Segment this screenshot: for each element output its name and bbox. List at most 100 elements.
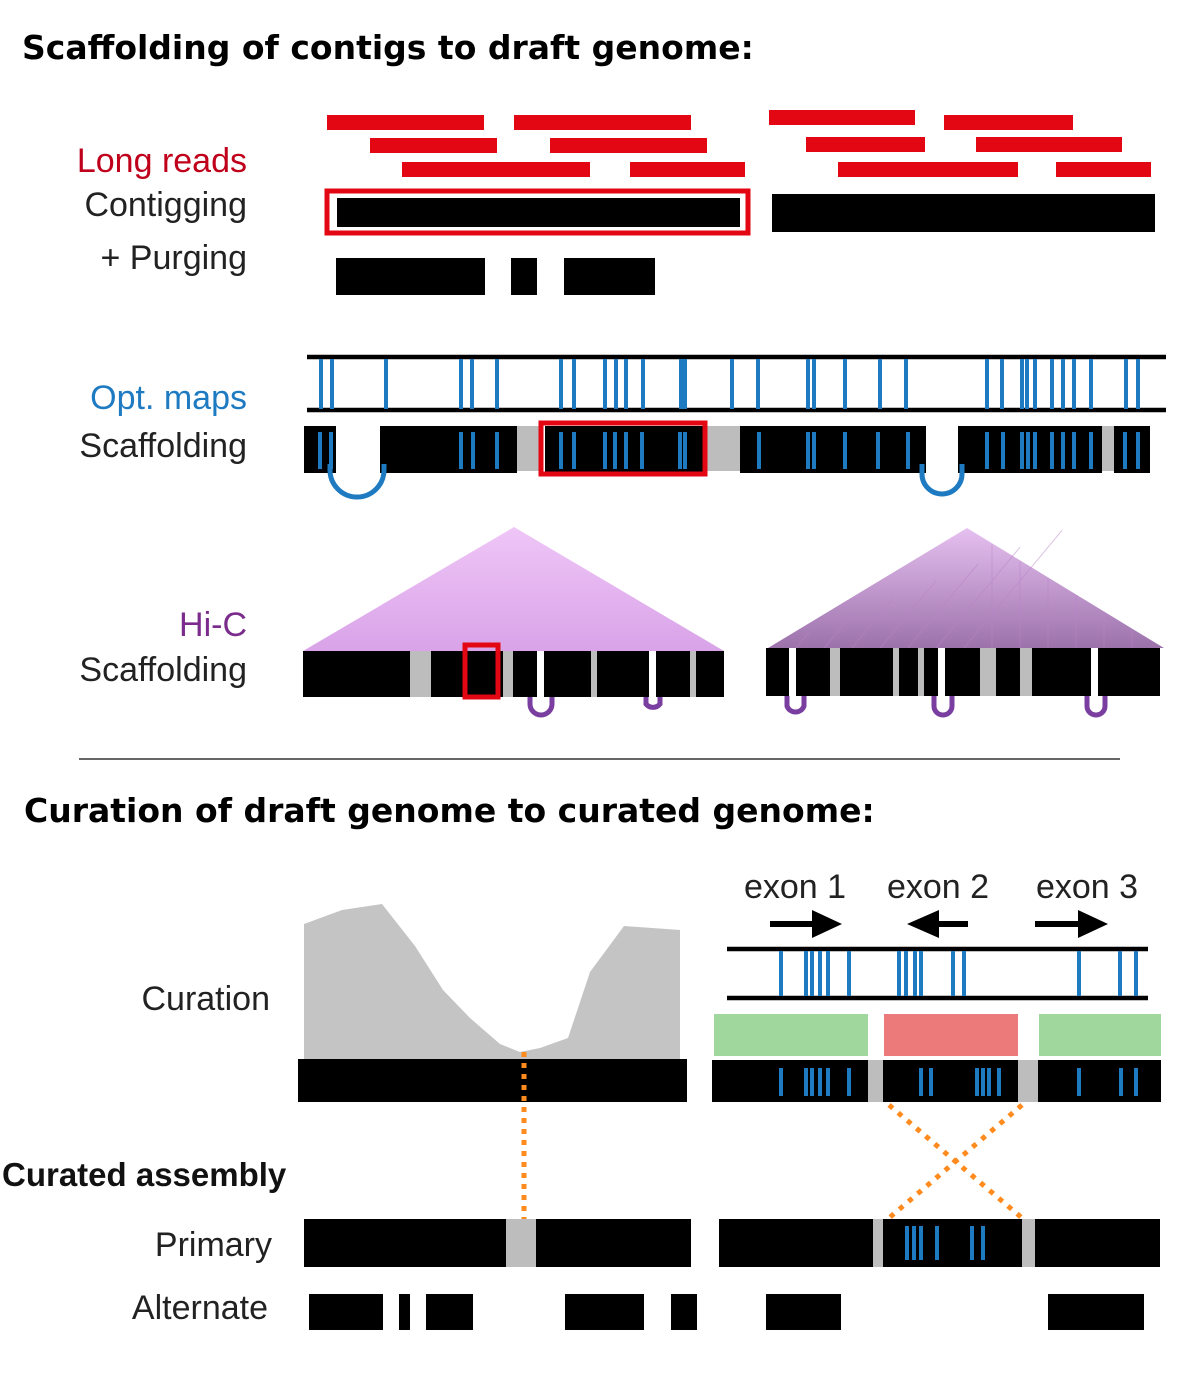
gap [1020, 648, 1032, 696]
curation-section-title: Curation of draft genome to curated geno… [24, 791, 875, 830]
long-reads [327, 110, 1151, 177]
hic-contact-map [303, 527, 724, 651]
optical-mark [912, 1226, 916, 1260]
break [789, 648, 796, 696]
optical-mark [779, 951, 783, 996]
hic-texture-line [823, 614, 853, 649]
read [838, 162, 1018, 177]
hic-join-loop [931, 696, 955, 718]
optical-mark [1072, 359, 1076, 409]
optical-mark [471, 432, 475, 469]
read [1056, 162, 1151, 177]
optical-mark [905, 1226, 909, 1260]
curation-label: Curation [141, 980, 270, 1018]
coverage-profile [304, 904, 680, 1060]
gap [591, 651, 597, 697]
optical-mark [1134, 1068, 1138, 1096]
scaffold-block [1114, 426, 1150, 473]
contigs [324, 188, 1155, 236]
inversion-guide-lines [887, 1103, 1024, 1220]
scaffolding-section-title: Scaffolding of contigs to draft genome: [22, 28, 754, 67]
optical-mark [878, 359, 882, 409]
hic-join-loop [527, 697, 555, 718]
hic-join-loops [527, 696, 1108, 718]
primary-label: Primary [155, 1226, 272, 1264]
primary-assembly [304, 1219, 1160, 1267]
opt-scaffolding-label: Scaffolding [79, 427, 247, 465]
purged-contigs [336, 258, 655, 295]
hic-join-loop [784, 696, 807, 715]
optical-mark [818, 1068, 822, 1096]
gap [410, 651, 431, 697]
optical-mark [843, 432, 847, 469]
optical-scaffolds [304, 420, 1150, 500]
hic-texture-line [851, 597, 895, 649]
read [944, 115, 1073, 130]
optical-mark [730, 359, 734, 409]
exon-1-label: exon 1 [744, 868, 846, 906]
optical-mark [876, 432, 880, 469]
optical-mark [1033, 359, 1037, 409]
gap [517, 426, 541, 471]
optical-mark [640, 432, 644, 469]
hic-join-loop [643, 697, 663, 710]
gap [830, 648, 840, 696]
optical-mark [559, 432, 563, 469]
hic-texture-line [963, 530, 1063, 649]
hic-texture-line [907, 563, 979, 649]
optical-mark [1061, 359, 1065, 409]
optical-mark [559, 359, 563, 409]
hic-scaffolding-label: Scaffolding [79, 651, 247, 689]
optical-mark [756, 359, 760, 409]
hic-join-loop [1084, 696, 1108, 718]
gap [690, 651, 696, 697]
optical-mark [962, 951, 966, 996]
optical-mark [1118, 951, 1122, 996]
break [537, 651, 544, 697]
read [402, 162, 590, 177]
optical-mark [495, 359, 499, 409]
alternate-contig [1048, 1294, 1144, 1330]
optical-mark [572, 359, 576, 409]
scaffold-block [740, 426, 926, 473]
contig [772, 194, 1155, 232]
read [370, 138, 497, 153]
optical-mark [1077, 951, 1081, 996]
optical-join-loop [327, 464, 387, 500]
curated-assembly-label: Curated assembly [2, 1156, 287, 1193]
break [649, 651, 656, 697]
optical-mark [1124, 359, 1128, 409]
alternate-contig [565, 1294, 644, 1330]
hic-contact-map [768, 528, 1164, 648]
optical-mark [683, 432, 687, 469]
optical-mark [495, 432, 499, 469]
optical-mark [826, 1068, 830, 1096]
optical-mark [459, 432, 463, 469]
opt-maps-label: Opt. maps [90, 379, 247, 417]
primary-scaffold [304, 1219, 691, 1267]
optical-mark [319, 359, 323, 409]
optical-mark [1123, 432, 1127, 469]
optical-mark [459, 359, 463, 409]
draft-scaffold [298, 1059, 687, 1102]
contigging-label: Contigging [84, 186, 247, 224]
optical-mark [679, 359, 683, 409]
read [327, 115, 484, 130]
long-reads-label: Long reads [77, 142, 247, 180]
gap [704, 426, 740, 471]
optical-mark [1077, 1068, 1081, 1096]
optical-mark [1020, 359, 1024, 409]
contig [337, 198, 740, 227]
optical-mark [757, 432, 761, 469]
break [938, 648, 945, 696]
read [806, 137, 925, 152]
primary-scaffold [719, 1219, 1160, 1267]
break [1091, 648, 1098, 696]
optical-mark [329, 432, 333, 469]
optical-mark [1136, 359, 1140, 409]
optical-mark [603, 432, 607, 469]
alternate-assembly [309, 1294, 1144, 1330]
optical-mark [970, 1226, 974, 1260]
optical-mark [318, 432, 322, 469]
read [769, 110, 915, 125]
